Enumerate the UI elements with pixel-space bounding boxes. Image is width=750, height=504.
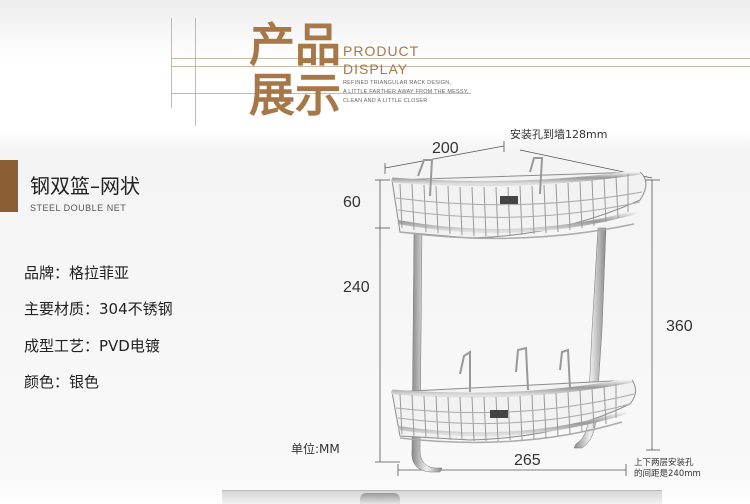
accent-bar bbox=[0, 160, 18, 212]
dim-hole-note-line: 上下两层安装孔 bbox=[634, 458, 694, 468]
tagline-line: A LITTLE FARTHER AWAY FROM THE MESSY, bbox=[343, 89, 469, 95]
spec-brand: 品牌：格拉菲亚 bbox=[24, 264, 130, 282]
dim-base-width: 265 bbox=[514, 452, 541, 469]
dim-hole-to-wall: 安装孔到墙128mm bbox=[510, 128, 608, 141]
dim-hole-note-line: 的间距是240mm bbox=[634, 469, 701, 479]
tagline-line: REFINED TRIANGULAR RACK DESIGN, bbox=[343, 80, 452, 86]
product-name: 钢双篮–网状 bbox=[30, 174, 140, 198]
next-photo-chrome bbox=[360, 493, 400, 504]
header-rule-top bbox=[171, 18, 172, 108]
header-rule-h3 bbox=[171, 93, 471, 94]
dim-hole-note: 上下两层安装孔 的间距是240mm bbox=[634, 458, 701, 480]
dim-width-top: 200 bbox=[432, 140, 459, 157]
spec-material: 主要材质：304不锈钢 bbox=[24, 300, 173, 318]
title-cn-line2: 展示 bbox=[249, 68, 341, 122]
lower-basket bbox=[391, 346, 636, 444]
title-en-line1: PRODUCT bbox=[343, 43, 420, 59]
spec-process: 成型工艺：PVD电镀 bbox=[24, 337, 160, 355]
dim-basket-height: 60 bbox=[343, 194, 361, 211]
header-rule-h1 bbox=[171, 58, 750, 59]
spec-color: 颜色：银色 bbox=[24, 373, 100, 391]
product-name-en: STEEL DOUBLE NET bbox=[30, 203, 127, 213]
dim-total-height: 360 bbox=[666, 318, 693, 335]
header-rule-h2 bbox=[171, 66, 750, 67]
title-en-line2: DISPLAY bbox=[343, 61, 409, 77]
unit-label: 单位:MM bbox=[291, 442, 340, 456]
next-photo-edge bbox=[222, 490, 662, 504]
upper-basket bbox=[391, 169, 647, 240]
tagline: REFINED TRIANGULAR RACK DESIGN, A LITTLE… bbox=[343, 79, 469, 106]
tagline-line: CLEAN AND A LITTLE CLOSER bbox=[343, 98, 428, 104]
dim-gap-height: 240 bbox=[343, 279, 370, 296]
header-rule-left bbox=[195, 18, 196, 126]
title-cn-line1: 产品 bbox=[249, 18, 341, 72]
